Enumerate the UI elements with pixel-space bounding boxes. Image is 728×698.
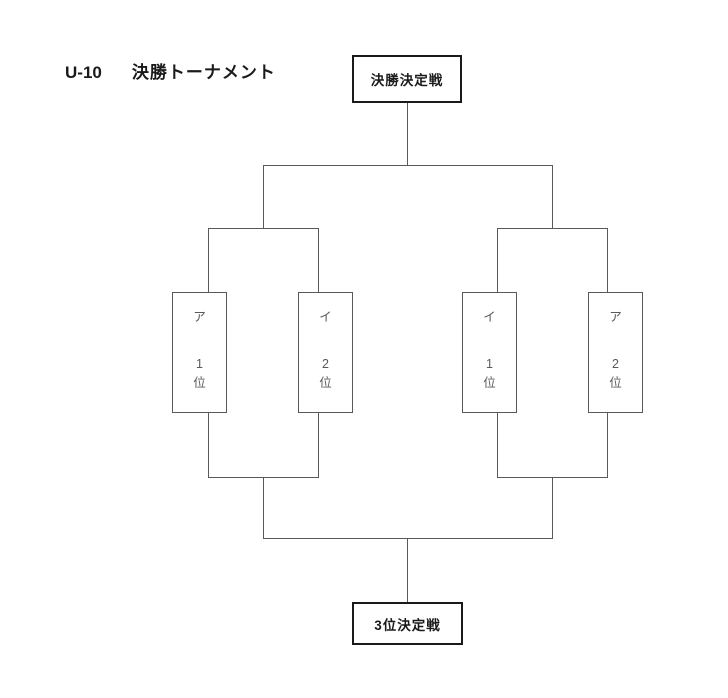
team-box-right-1: イ 1 位 [462,292,517,413]
team-box-right-2: ア 2 位 [588,292,643,413]
page-title: U-10 決勝トーナメント [65,58,276,83]
third-place-match-box: 3位決定戦 [352,602,463,645]
tournament-title: 決勝トーナメント [131,63,276,82]
final-match-label: 決勝決定戦 [370,73,444,88]
team-box-left-1: ア 1 位 [172,292,227,413]
team-box-left-2: イ 2 位 [298,292,353,413]
team-rank-suffix: 位 [193,376,206,390]
age-category-label: U-10 [65,63,102,82]
team-group-label: ア [193,310,206,324]
team-rank-number: 1 [196,356,203,371]
team-group-label: イ [319,310,332,324]
team-rank-suffix: 位 [609,376,622,390]
team-rank-suffix: 位 [483,376,496,390]
third-place-match-label: 3位決定戦 [374,617,441,633]
team-rank-number: 2 [612,356,619,371]
team-rank-suffix: 位 [319,376,332,390]
team-group-label: ア [609,310,622,324]
team-rank-number: 1 [486,356,493,371]
team-group-label: イ [483,310,496,324]
final-match-box: 決勝決定戦 [352,55,462,103]
team-rank-number: 2 [322,356,329,371]
